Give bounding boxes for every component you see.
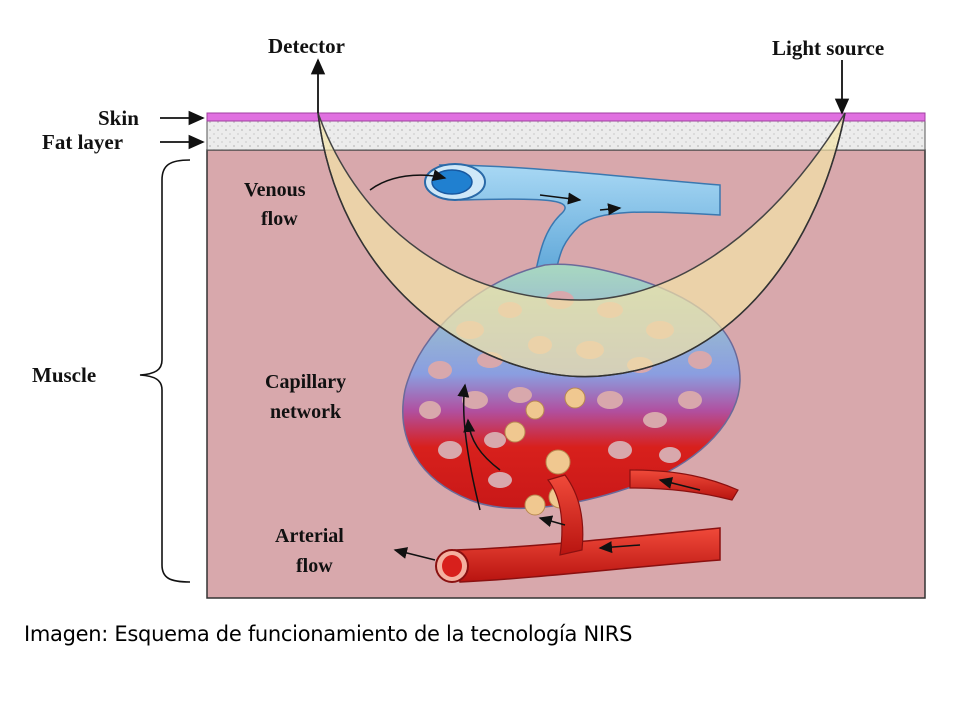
arterial-label-line1: Arterial: [275, 525, 344, 547]
light-path-outer: [317, 112, 846, 378]
light-source-label: Light source: [772, 36, 884, 60]
fat-layer-label: Fat layer: [42, 130, 123, 154]
detector-label: Detector: [268, 34, 345, 58]
venous-label-line2: flow: [261, 208, 298, 230]
muscle-bracket: [139, 159, 191, 583]
skin-label: Skin: [98, 106, 139, 130]
fat-layer-band: [206, 120, 926, 151]
capillary-label-line2: network: [270, 401, 342, 423]
flow-arrows: [369, 169, 701, 561]
muscle-label: Muscle: [32, 363, 96, 387]
skin-layer-band: [206, 112, 926, 122]
nirs-diagram: Detector Light source Skin Fat layer Mus…: [32, 34, 926, 599]
figure-caption: Imagen: Esquema de funcionamiento de la …: [24, 622, 633, 646]
venous-label-line1: Venous: [244, 179, 306, 201]
capillary-label-line1: Capillary: [265, 371, 346, 393]
arterial-vessel: [435, 469, 739, 583]
arterial-label-line2: flow: [296, 555, 333, 577]
